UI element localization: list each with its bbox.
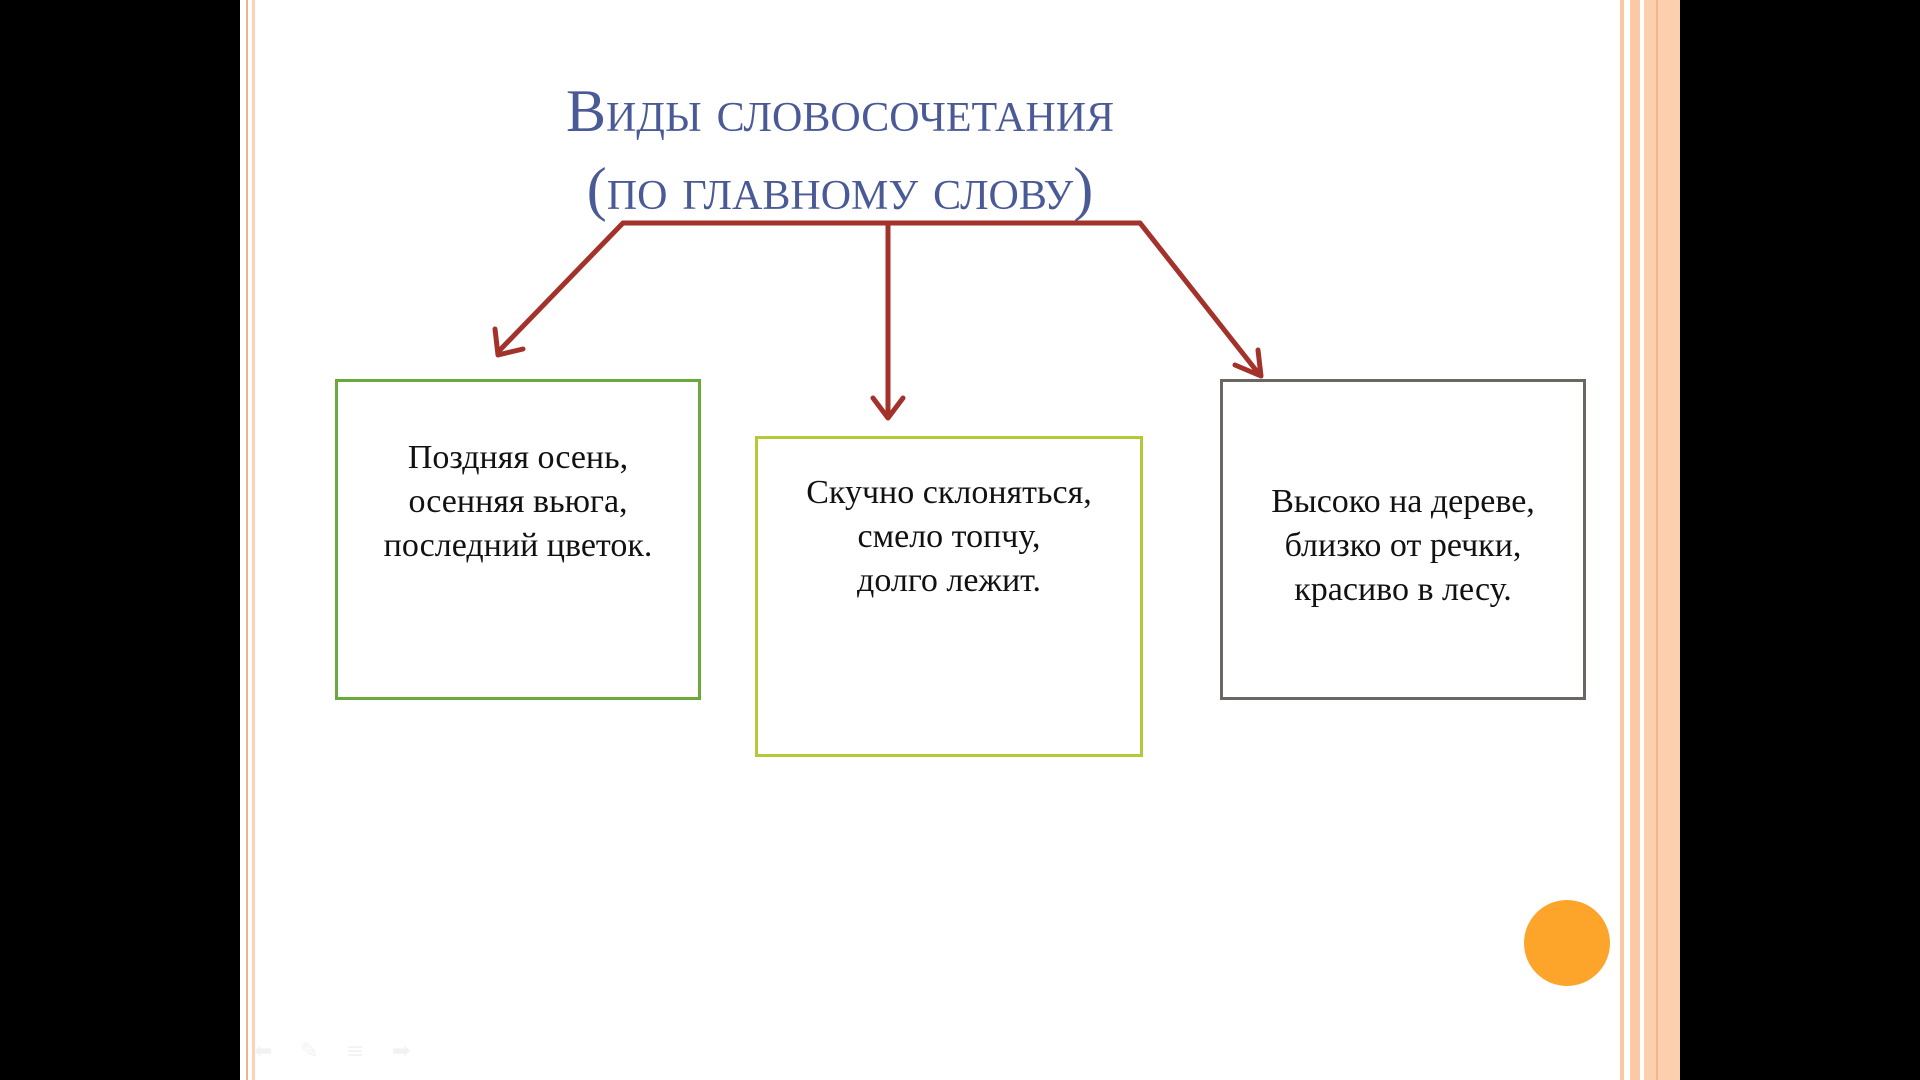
- box-right-line-2: близко от речки,: [1284, 527, 1522, 564]
- box-adjective-phrases: Поздняя осень, осенняя вьюга, последний …: [335, 379, 701, 700]
- box-mid-line-2: смело топчу,: [857, 518, 1041, 555]
- right-stripe-wide: [1644, 0, 1680, 1080]
- title-line-1: Виды словосочетания: [565, 78, 1115, 144]
- menu-icon[interactable]: ≡: [346, 1039, 365, 1064]
- left-stripe-outer: [246, 0, 248, 1080]
- arrow-right-head: [1232, 347, 1264, 379]
- right-stripe-line: [1656, 0, 1658, 1080]
- arrow-right-shaft: [1137, 220, 1262, 377]
- arrow-right-icon[interactable]: ➡: [392, 1039, 411, 1064]
- slide: Виды словосочетания (по главному слову) …: [240, 0, 1680, 1080]
- box-verb-phrases: Скучно склоняться, смело топчу, долго ле…: [755, 436, 1143, 757]
- box-left-line-2: осенняя вьюга,: [408, 483, 628, 520]
- arrow-mid-head: [870, 395, 906, 421]
- box-mid-line-3: долго лежит.: [857, 562, 1041, 599]
- box-left-line-3: последний цветок.: [383, 527, 653, 564]
- arrow-connectors: [492, 220, 1264, 421]
- accent-circle: [1524, 900, 1610, 986]
- box-mid-line-1: Скучно склоняться,: [806, 474, 1092, 511]
- right-stripe-mid: [1630, 0, 1640, 1080]
- right-stripe-thin: [1620, 0, 1624, 1080]
- arrow-left-shaft: [495, 220, 626, 355]
- slide-title: Виды словосочетания (по главному слову): [540, 72, 1140, 228]
- slideshow-nav-bar: ⬅ ✎ ≡ ➡: [254, 1040, 416, 1070]
- title-line-2: (по главному слову): [586, 156, 1094, 222]
- left-stripe-inner: [252, 0, 255, 1080]
- arrow-left-head: [492, 326, 526, 358]
- arrow-left-icon[interactable]: ⬅: [254, 1039, 273, 1064]
- box-adverb-phrases: Высоко на дереве, близко от речки, краси…: [1220, 379, 1586, 700]
- pen-icon[interactable]: ✎: [300, 1039, 319, 1064]
- box-right-line-3: красиво в лесу.: [1294, 571, 1512, 608]
- box-left-line-1: Поздняя осень,: [407, 439, 629, 476]
- box-right-line-1: Высоко на дереве,: [1271, 483, 1535, 520]
